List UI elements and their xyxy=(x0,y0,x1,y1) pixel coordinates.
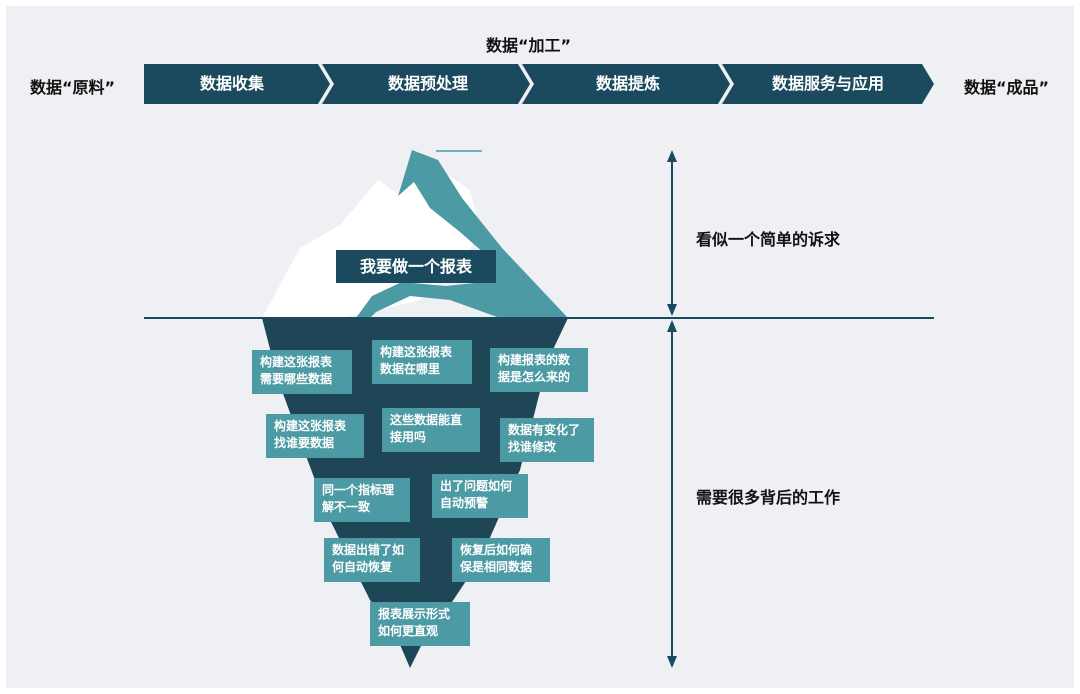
stage-label-4: 数据服务与应用 xyxy=(771,74,884,93)
question-line: 同一个指标理 xyxy=(322,483,395,497)
question-line: 这些数据能直 xyxy=(390,413,463,427)
below-arrow-down xyxy=(667,656,677,668)
product-label: 数据“成品” xyxy=(964,78,1050,97)
raw-label: 数据“原料” xyxy=(30,78,116,97)
question-line: 数据在哪里 xyxy=(380,362,441,376)
question-box: 数据有变化了 找谁修改 xyxy=(500,418,594,462)
question-line: 何自动恢复 xyxy=(332,560,393,574)
question-line: 找谁修改 xyxy=(508,440,557,454)
above-arrow-down xyxy=(667,304,677,316)
question-line: 构建这张报表 xyxy=(260,355,333,369)
question-box: 同一个指标理 解不一致 xyxy=(314,478,410,522)
iceberg-underwater xyxy=(262,318,568,668)
above-arrow-up xyxy=(667,150,677,162)
iceberg-tip-label: 我要做一个报表 xyxy=(336,250,496,283)
question-line: 数据出错了如 xyxy=(332,543,405,557)
question-line: 解不一致 xyxy=(322,500,371,514)
stage-chevron-2 xyxy=(322,64,530,104)
question-box: 构建这张报表 数据在哪里 xyxy=(372,340,472,384)
iceberg-shadow xyxy=(356,150,568,318)
question-line: 保是相同数据 xyxy=(460,560,533,574)
question-box: 数据出错了如 何自动恢复 xyxy=(324,538,420,582)
question-line: 恢复后如何确 xyxy=(460,543,533,557)
question-line: 报表展示形式 xyxy=(378,607,451,621)
question-box: 恢复后如何确 保是相同数据 xyxy=(452,538,550,582)
question-line: 构建这张报表 xyxy=(274,419,347,433)
question-line: 找谁要数据 xyxy=(274,436,335,450)
question-line: 构建报表的数 xyxy=(498,353,571,367)
question-box: 构建这张报表 需要哪些数据 xyxy=(252,350,352,394)
stage-chevron-3 xyxy=(522,64,730,104)
question-line: 自动预警 xyxy=(440,496,489,510)
question-line: 构建这张报表 xyxy=(380,345,453,359)
question-box: 出了问题如何 自动预警 xyxy=(432,474,528,518)
question-box: 构建这张报表 找谁要数据 xyxy=(266,414,364,458)
question-line: 需要哪些数据 xyxy=(260,372,333,386)
question-line: 据是怎么来的 xyxy=(498,370,571,384)
stage-label-2: 数据预处理 xyxy=(387,74,468,93)
processing-title: 数据“加工” xyxy=(486,36,572,55)
stage-chevron-1 xyxy=(144,64,330,104)
question-line: 如何更直观 xyxy=(378,624,439,638)
question-line: 出了问题如何 xyxy=(440,479,513,493)
question-line: 接用吗 xyxy=(390,430,427,444)
above-caption: 看似一个简单的诉求 xyxy=(696,230,841,249)
question-line: 数据有变化了 xyxy=(508,423,581,437)
question-box: 这些数据能直 接用吗 xyxy=(382,408,480,452)
stage-label-3: 数据提炼 xyxy=(595,74,660,93)
below-arrow-up xyxy=(667,320,677,332)
question-box: 报表展示形式 如何更直观 xyxy=(370,602,470,646)
stage-label-1: 数据收集 xyxy=(199,74,264,93)
question-box: 构建报表的数 据是怎么来的 xyxy=(490,348,588,392)
below-caption: 需要很多背后的工作 xyxy=(696,488,841,507)
stage-chevron-4 xyxy=(722,64,934,104)
